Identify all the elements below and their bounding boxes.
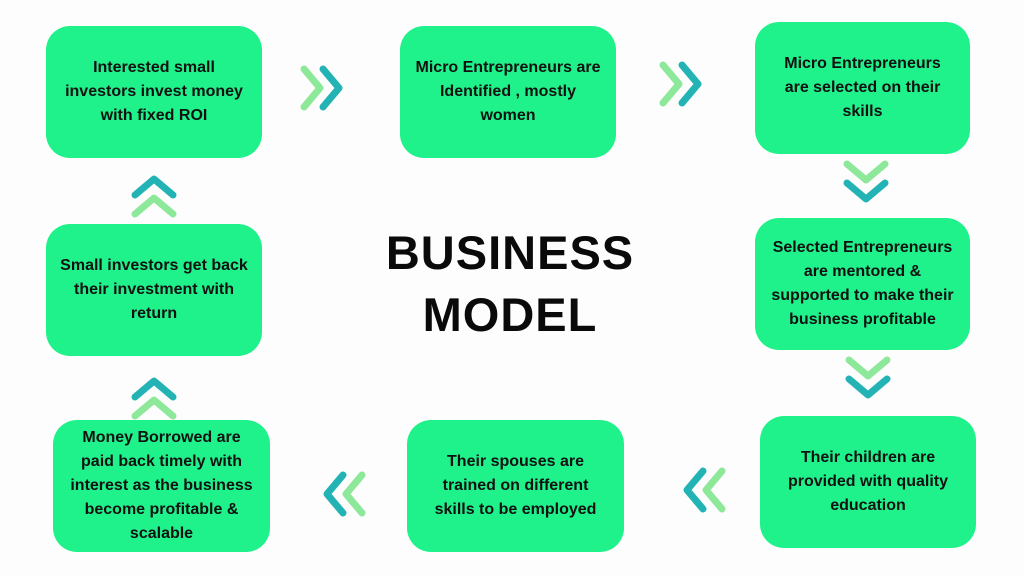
connector-3-4 bbox=[838, 158, 894, 214]
connector-1-2 bbox=[298, 60, 354, 116]
connector-7-8 bbox=[126, 366, 182, 422]
step-text-6: Their spouses are trained on different s… bbox=[434, 453, 597, 518]
step-box-5: Their children are provided with quality… bbox=[760, 416, 976, 548]
double-chevron-right-icon bbox=[659, 61, 702, 107]
step-text-3: Micro Entrepreneurs are selected on thei… bbox=[784, 55, 941, 120]
double-chevron-right-icon bbox=[300, 65, 343, 111]
double-chevron-up-icon bbox=[131, 377, 177, 420]
step-text-4: Selected Entrepreneurs are mentored & su… bbox=[771, 239, 954, 328]
step-text-1: Interested small investors invest money … bbox=[65, 59, 243, 124]
double-chevron-left-icon bbox=[683, 467, 726, 513]
step-text-7: Money Borrowed are paid back timely with… bbox=[70, 429, 253, 542]
connector-6-7 bbox=[312, 466, 368, 522]
double-chevron-down-icon bbox=[845, 356, 891, 399]
step-text-2: Micro Entrepreneurs are Identified , mos… bbox=[415, 59, 601, 124]
step-box-7: Money Borrowed are paid back timely with… bbox=[53, 420, 270, 552]
step-box-4: Selected Entrepreneurs are mentored & su… bbox=[755, 218, 970, 350]
double-chevron-left-icon bbox=[323, 471, 366, 517]
step-text-8: Small investors get back their investmen… bbox=[60, 257, 248, 322]
connector-5-6 bbox=[672, 462, 728, 518]
connector-4-5 bbox=[840, 354, 896, 410]
step-box-2: Micro Entrepreneurs are Identified , mos… bbox=[400, 26, 616, 158]
step-box-1: Interested small investors invest money … bbox=[46, 26, 262, 158]
double-chevron-down-icon bbox=[843, 160, 889, 203]
step-box-8: Small investors get back their investmen… bbox=[46, 224, 262, 356]
step-box-3: Micro Entrepreneurs are selected on thei… bbox=[755, 22, 970, 154]
diagram-title-text: BUSINESS MODEL bbox=[385, 226, 635, 341]
step-text-5: Their children are provided with quality… bbox=[787, 449, 948, 514]
connector-8-1 bbox=[126, 164, 182, 220]
diagram-title: BUSINESS MODEL bbox=[330, 222, 690, 346]
connector-2-3 bbox=[657, 56, 713, 112]
double-chevron-up-icon bbox=[131, 175, 177, 218]
step-box-6: Their spouses are trained on different s… bbox=[407, 420, 624, 552]
